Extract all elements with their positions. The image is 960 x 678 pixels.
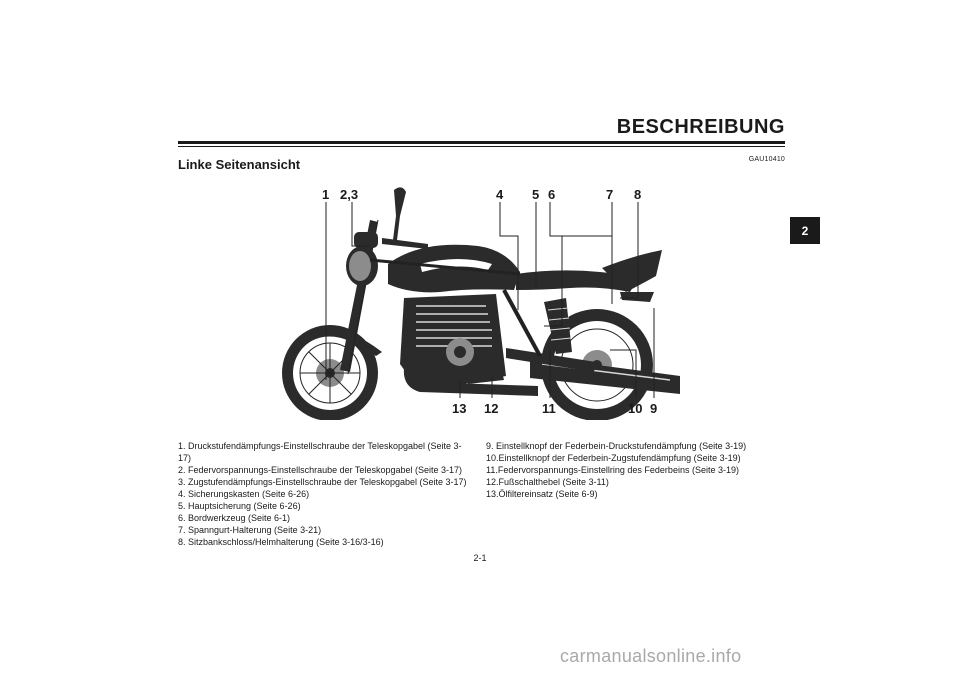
doc-code: GAU10410 <box>748 156 785 163</box>
legend-item: 5. Hauptsicherung (Seite 6-26) <box>178 501 301 511</box>
callout-11: 11 <box>542 401 556 416</box>
legend-list-left: 1. Druckstufendämpfungs-Einstellschraube… <box>178 440 473 548</box>
callout-leader-lines <box>325 202 655 398</box>
page-number: 2-1 <box>473 553 487 563</box>
legend-item: 3. Zugstufendämpfungs-Einstellschraube d… <box>178 477 467 487</box>
engine-fins <box>416 305 492 347</box>
watermark-text: carmanualsonline.info <box>560 646 742 666</box>
callout-10: 10 <box>628 401 643 416</box>
legend-item: 10.Einstellknopf der Federbein-Zugstufen… <box>486 453 741 463</box>
legend-item: 7. Spanngurt-Halterung (Seite 3-21) <box>178 525 322 535</box>
legend-item: 11.Federvorspannungs-Einstellring des Fe… <box>486 465 739 475</box>
callout-5: 5 <box>532 187 540 202</box>
header-rule <box>178 141 785 144</box>
legend-item: 2. Federvorspannungs-Einstellschraube de… <box>178 465 463 475</box>
legend-item: 9. Einstellknopf der Federbein-Druckstuf… <box>486 441 747 451</box>
callout-4: 4 <box>496 187 504 202</box>
legend-item: 6. Bordwerkzeug (Seite 6-1) <box>178 513 291 523</box>
legend-item: 13.Ölfiltereinsatz (Seite 6-9) <box>486 489 598 499</box>
legend-item: 4. Sicherungskasten (Seite 6-26) <box>178 489 310 499</box>
page-header-title: BESCHREIBUNG <box>616 116 785 138</box>
chapter-tab[interactable]: 2 <box>790 217 820 244</box>
callout-9: 9 <box>650 401 658 416</box>
callout-13: 13 <box>452 401 467 416</box>
header-rule-thin <box>178 146 785 147</box>
section-title: Linke Seitenansicht <box>178 157 301 172</box>
callout-1: 1 <box>322 187 330 202</box>
legend-item: 12.Fußschalthebel (Seite 3-11) <box>486 477 609 487</box>
callout-2-3: 2,3 <box>340 187 359 202</box>
callout-7: 7 <box>606 187 614 202</box>
callout-6: 6 <box>548 187 556 202</box>
callout-12: 12 <box>484 401 499 416</box>
legend-list-right: 9. Einstellknopf der Federbein-Druckstuf… <box>486 440 786 500</box>
legend-item: 1. Druckstufendämpfungs-Einstellschraube… <box>178 441 462 463</box>
motorcycle-figure: 1 2,3 4 5 6 7 8 13 12 11 10 9 <box>270 180 690 420</box>
callout-8: 8 <box>634 187 642 202</box>
legend-item: 8. Sitzbankschloss/Helmhalterung (Seite … <box>178 537 384 547</box>
motorcycle-illustration <box>282 187 680 420</box>
